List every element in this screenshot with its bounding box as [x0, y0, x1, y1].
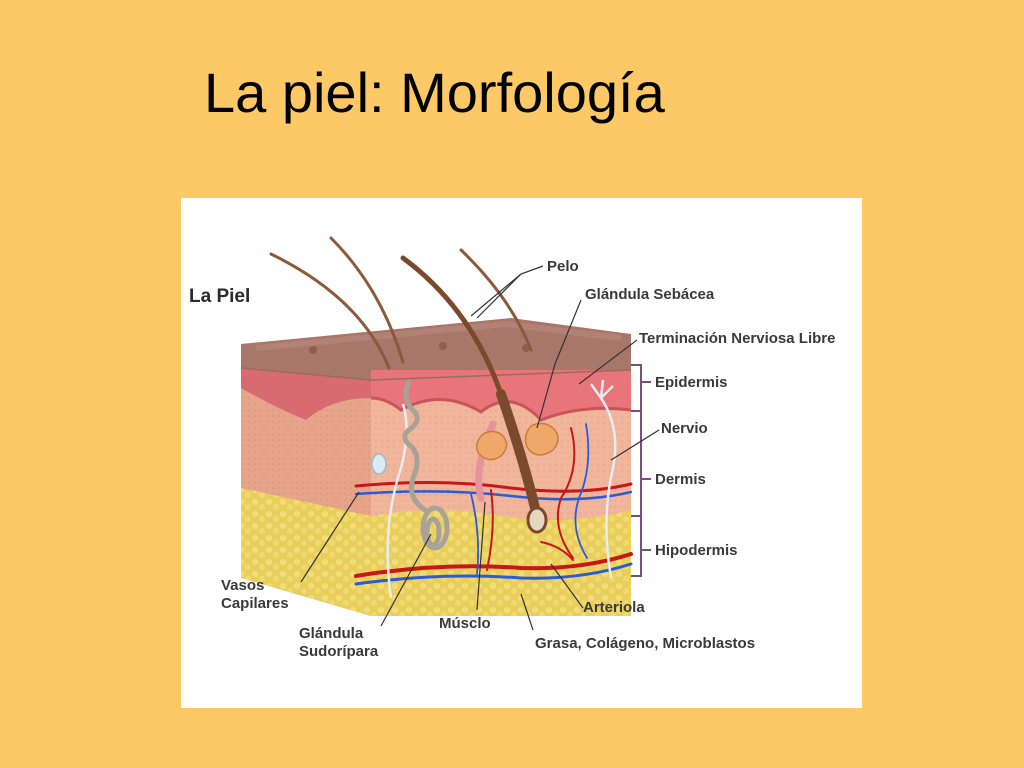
blood-vessels — [354, 423, 633, 586]
leader-glandula-sudoripara — [380, 533, 432, 627]
label-dermis: Dermis — [655, 471, 706, 488]
label-glandula-sebacea: Glándula Sebácea — [585, 286, 715, 303]
skin-block — [240, 318, 632, 616]
sweat-gland — [402, 379, 450, 551]
sebaceous-gland — [476, 422, 559, 461]
leader-musculo — [476, 501, 486, 611]
skin-diagram: La Piel — [181, 198, 862, 708]
label-hipodermis: Hipodermis — [655, 542, 738, 559]
figure-title: La Piel — [189, 286, 250, 307]
layer-brackets — [631, 364, 651, 577]
sweat-coil — [420, 505, 450, 551]
epidermis-boundary — [370, 396, 632, 422]
leader-nervio — [610, 429, 660, 461]
label-terminacion-nerviosa: Terminación Nerviosa Libre — [639, 330, 835, 347]
surface-texture — [255, 320, 622, 351]
nerve-fiber — [599, 397, 617, 579]
label-arteriola: Arteriola — [583, 599, 645, 616]
artery-upper — [354, 480, 633, 493]
venule-branch — [470, 493, 480, 575]
hair-bulb — [526, 506, 548, 534]
leader-terminacion — [578, 339, 638, 385]
hipodermis-side — [241, 488, 371, 616]
leader-arteriola — [550, 563, 584, 609]
leader-lines — [300, 265, 660, 631]
free-nerve-ending — [589, 379, 614, 399]
skin-surface — [241, 318, 631, 380]
leader-pelo-2 — [476, 273, 522, 319]
hairs — [269, 236, 548, 534]
label-pelo: Pelo — [547, 258, 579, 275]
label-sudoripara: Sudorípara — [299, 643, 379, 660]
sweat-coil-inner — [424, 516, 442, 548]
hair-root — [496, 389, 540, 513]
hair-shaft — [459, 248, 533, 352]
label-musculo: Músclo — [439, 615, 491, 632]
vein-upper — [354, 490, 633, 501]
label-vasos: Vasos — [221, 577, 264, 594]
hair-shaft — [329, 236, 405, 364]
sweat-duct — [402, 379, 428, 513]
arteriole-branch — [486, 489, 494, 571]
skin-diagram-svg: La Piel — [189, 236, 835, 660]
pore — [309, 346, 317, 354]
sebaceous-lobe-right — [524, 422, 559, 456]
vein-lower — [354, 562, 633, 586]
sebaceous-lobe-left — [476, 430, 508, 461]
epidermis-side — [241, 368, 371, 420]
label-glandula: Glándula — [299, 625, 364, 642]
label-grasa: Grasa, Colágeno, Microblastos — [535, 635, 755, 652]
label-capilares: Capilares — [221, 595, 289, 612]
dermal-capillary — [556, 427, 576, 559]
nerve — [386, 379, 617, 599]
hair-shaft-main — [400, 255, 504, 397]
bracket-dermis — [631, 410, 642, 517]
slide-title: La piel: Morfología — [204, 61, 665, 124]
leader-grasa — [520, 593, 534, 631]
capillary-loop — [540, 541, 574, 561]
bracket-epidermis — [631, 364, 642, 412]
pore — [439, 342, 447, 350]
hair-shaft — [269, 252, 391, 370]
hipodermis-front — [371, 510, 631, 616]
leader-glandula-sebacea — [536, 299, 582, 429]
label-epidermis: Epidermis — [655, 374, 728, 391]
nerve-fiber-left — [386, 403, 408, 599]
block-edge — [240, 367, 632, 381]
artery-lower — [354, 552, 633, 578]
label-nervio: Nervio — [661, 420, 708, 437]
receptor-corpuscle — [371, 453, 387, 475]
leader-vasos — [300, 491, 360, 583]
bracket-hipodermis — [631, 515, 642, 577]
dermal-capillary — [574, 423, 590, 559]
